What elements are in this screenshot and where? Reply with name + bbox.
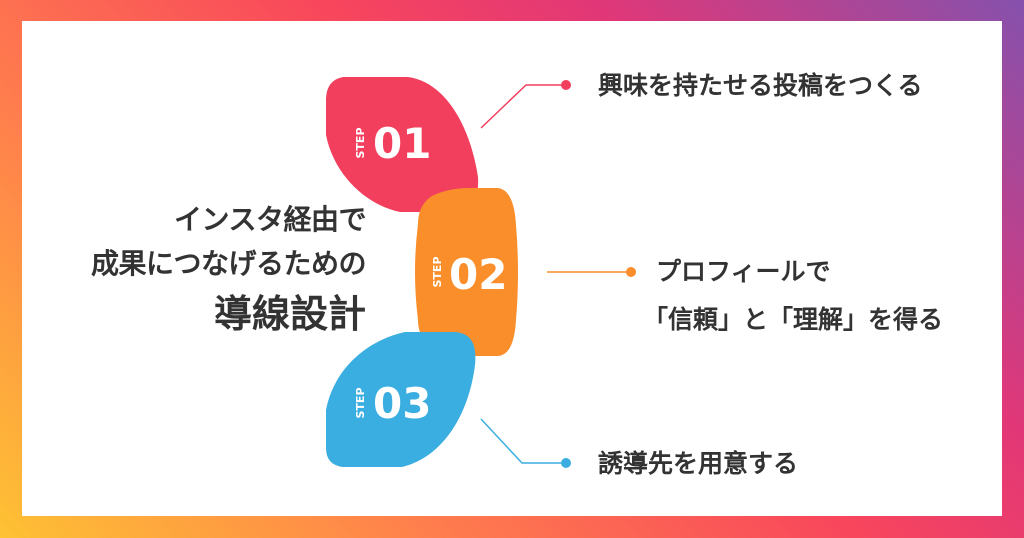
step-2-dot (626, 267, 636, 277)
step-1-connector (480, 84, 565, 129)
step-1-caption: 興味を持たせる投稿をつくる (598, 66, 923, 106)
step-1-dot (561, 80, 571, 90)
step-1-number: 01 (373, 119, 431, 168)
headline: インスタ経由で 成果につなげるための 導線設計 (90, 198, 367, 342)
step-1-shape (326, 77, 479, 212)
step-3-caption: 誘導先を用意する (598, 444, 798, 484)
step-3-dot (561, 458, 571, 468)
step-2-caption-2: 「信頼」と「理解」を得る (643, 300, 943, 340)
step-2-number: 02 (449, 250, 507, 299)
step-2-shape (415, 188, 518, 356)
step-3-number: 03 (373, 379, 431, 428)
step-2-caption-line-1: プロフィールで (656, 257, 831, 286)
step-3-shape (326, 332, 476, 467)
headline-line-1: インスタ経由で (174, 203, 366, 236)
step-1: STEP 01 (326, 77, 571, 212)
headline-line-2: 成果につなげるための (90, 247, 367, 280)
step-2: STEP 02 (415, 188, 636, 356)
step-3-label: STEP (354, 387, 367, 418)
step-2-label: STEP (431, 256, 444, 287)
step-3-connector (480, 418, 563, 464)
step-3: STEP 03 (326, 332, 571, 468)
step-2-caption: プロフィールで (656, 252, 831, 292)
headline-line-3: 導線設計 (213, 292, 366, 336)
step-1-label: STEP (354, 127, 367, 158)
step-1-caption-line: 興味を持たせる投稿をつくる (598, 71, 923, 100)
step-3-caption-line: 誘導先を用意する (598, 449, 799, 478)
step-2-caption-line-2: 「信頼」と「理解」を得る (643, 305, 944, 334)
